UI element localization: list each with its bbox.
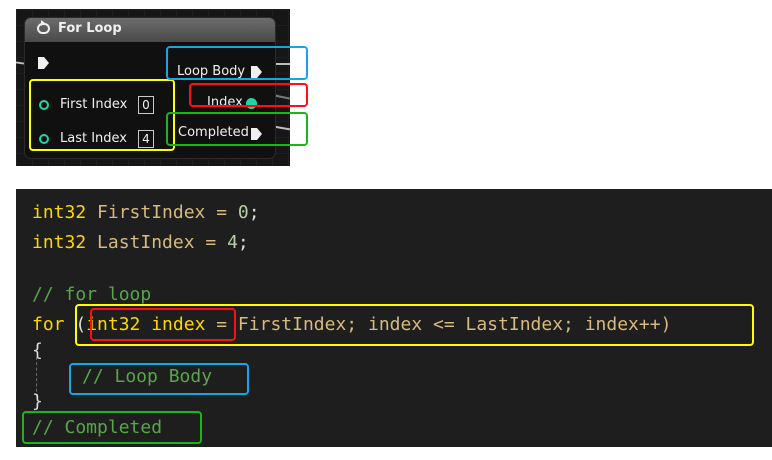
completed-label: Completed xyxy=(178,125,249,140)
code-close-brace: } xyxy=(32,391,43,412)
code-open-brace: { xyxy=(32,340,43,361)
loop-body-wire xyxy=(274,63,290,65)
last-index-value[interactable]: 4 xyxy=(138,130,154,148)
index-highlight xyxy=(189,83,308,107)
loop-icon xyxy=(37,20,50,34)
loop-body-code-highlight xyxy=(69,363,249,395)
code-text: LastIndex = xyxy=(86,232,228,253)
blueprint-graph-panel: For Loop First Index 0 Last Index 4 Loop… xyxy=(15,9,308,166)
code-line-last-index: int32 LastIndex = 4; xyxy=(32,232,249,253)
first-index-pin[interactable] xyxy=(39,100,49,110)
code-text: FirstIndex = xyxy=(86,202,238,223)
node-header[interactable]: For Loop xyxy=(25,18,275,42)
loop-body-highlight xyxy=(166,46,308,80)
last-index-pin[interactable] xyxy=(39,134,49,144)
code-text: ; xyxy=(237,232,249,253)
first-index-value[interactable]: 0 xyxy=(138,96,154,114)
code-comment-loop-body: // Loop Body xyxy=(82,366,213,387)
index-pin[interactable] xyxy=(246,98,257,109)
first-index-label: First Index xyxy=(60,97,128,112)
code-comment-completed: // Completed xyxy=(32,417,163,438)
completed-code-highlight xyxy=(22,411,202,444)
indent-guide xyxy=(36,357,37,397)
code-panel: int32 FirstIndex = 0; int32 LastIndex = … xyxy=(16,189,772,447)
code-comment-for-loop: // for loop xyxy=(32,284,152,305)
index-declaration-highlight xyxy=(90,308,236,341)
code-line-first-index: int32 FirstIndex = 0; xyxy=(32,202,260,223)
code-text: = FirstIndex; index <= LastIndex; index+… xyxy=(205,314,672,335)
completed-highlight xyxy=(166,112,308,146)
loop-body-label: Loop Body xyxy=(177,64,246,79)
type-keyword: int32 xyxy=(32,232,87,253)
node-title: For Loop xyxy=(58,21,122,36)
for-keyword: for xyxy=(32,314,65,335)
number-literal: 4 xyxy=(227,232,238,253)
code-line-for: for (int32 index = FirstIndex; index <= … xyxy=(32,314,671,335)
last-index-label: Last Index xyxy=(60,131,127,146)
index-declaration: int32 index xyxy=(86,314,206,335)
type-keyword: int32 xyxy=(32,202,87,223)
first-last-index-highlight xyxy=(29,79,175,151)
number-literal: 0 xyxy=(237,202,249,223)
code-text: ( xyxy=(64,314,87,335)
code-text: ; xyxy=(248,202,260,223)
for-loop-node[interactable]: For Loop First Index 0 Last Index 4 Loop… xyxy=(25,18,275,158)
for-header-highlight xyxy=(75,304,754,346)
